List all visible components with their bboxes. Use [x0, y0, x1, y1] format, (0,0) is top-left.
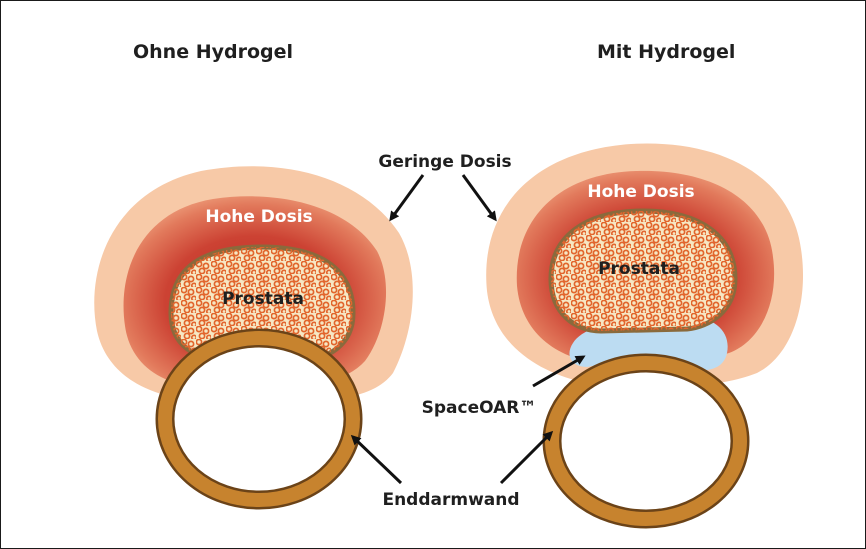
- right-prostate-label: Prostata: [598, 259, 680, 279]
- rectal-wall-label: Enddarmwand: [382, 490, 519, 510]
- low-dose-arrow-right: [463, 175, 495, 219]
- right-diagram: Hohe Dosis Prostata: [486, 144, 803, 519]
- rectal-wall-arrow-right: [501, 433, 551, 483]
- low-dose-arrow-left: [391, 175, 423, 219]
- right-high-dose-label: Hohe Dosis: [587, 182, 694, 202]
- left-high-dose-label: Hohe Dosis: [205, 207, 312, 227]
- low-dose-label: Geringe Dosis: [378, 152, 511, 172]
- left-prostate-label: Prostata: [222, 289, 304, 309]
- spaceoar-label: SpaceOAR™: [422, 398, 537, 418]
- rectal-wall-arrow-left: [353, 437, 401, 483]
